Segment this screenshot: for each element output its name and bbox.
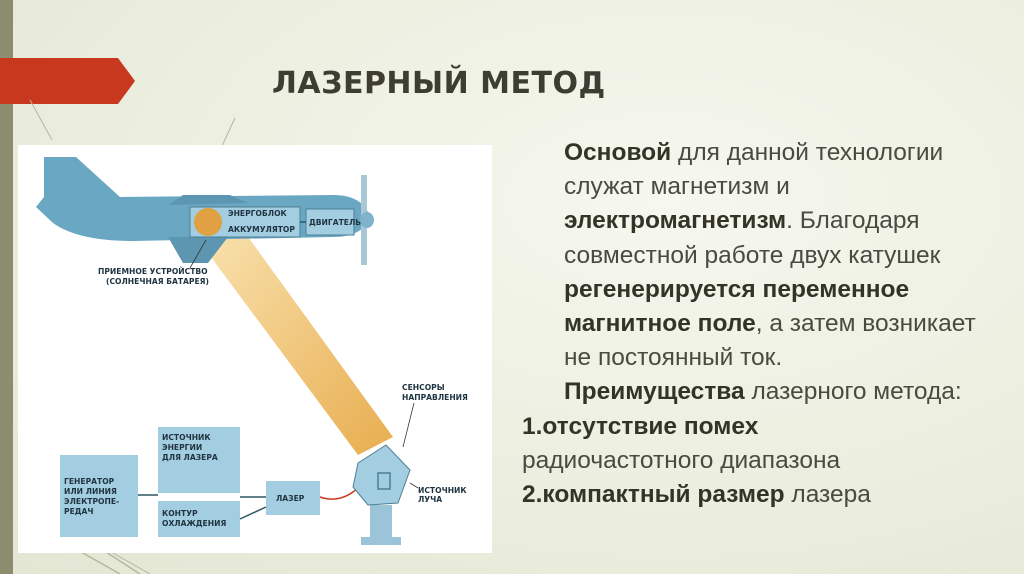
laser-beam <box>196 230 393 455</box>
beam-source-turret <box>352 444 411 506</box>
label-source-line1: ИСТОЧНИК <box>162 433 211 442</box>
receiver-circle <box>194 208 222 236</box>
bold-regenerated-field: регенерируется переменное магнитное поле <box>564 275 910 338</box>
label-cooling-line1: КОНТУР <box>162 509 198 518</box>
label-akkumulyator: АККУМУЛЯТОР <box>228 225 295 234</box>
bold-electromagnetism: электромагнетизм <box>564 207 787 235</box>
label-sensors-line1: СЕНСОРЫ <box>402 383 445 392</box>
bold-item-1: 1.отсутствие помех <box>522 412 759 440</box>
paragraph-basis: Основой для данной технологии служат маг… <box>522 136 1002 375</box>
label-generator-line2: ИЛИ ЛИНИЯ <box>64 487 117 496</box>
label-generator-line4: РЕДАЧ <box>64 507 94 516</box>
left-accent-bar <box>0 0 13 574</box>
generator-box <box>60 455 138 537</box>
list-item-2: 2.компактный размер лазера <box>522 478 1002 512</box>
slide-title: ЛАЗЕРНЫЙ МЕТОД <box>272 66 606 101</box>
bold-basis: Основой <box>564 139 672 166</box>
label-receiver-line1: ПРИЕМНОЕ УСТРОЙСТВО <box>98 267 208 276</box>
text-advantages: лазерного метода: <box>744 378 962 406</box>
label-cooling-line2: ОХЛАЖДЕНИЯ <box>162 519 227 528</box>
title-arrow-shape <box>0 58 135 104</box>
text-basis-1: для данной технологии служат магнетизм и <box>564 139 944 201</box>
label-source-line2: ЭНЕРГИИ <box>162 443 203 452</box>
laser-power-diagram: ЭНЕРГОБЛОК АККУМУЛЯТОР ДВИГАТЕЛЬ ПРИЕМНО… <box>18 145 492 553</box>
list-item-1: 1.отсутствие помех радиочастотного диапаз… <box>522 410 1002 478</box>
paragraph-advantages: Преимущества лазерного метода: <box>522 375 1002 409</box>
label-energoblok: ЭНЕРГОБЛОК <box>228 209 287 218</box>
label-source-line3: ДЛЯ ЛАЗЕРА <box>162 453 218 462</box>
energy-source-box <box>158 427 240 493</box>
diagram-graphics <box>36 157 419 545</box>
text-basis-3: , а затем возникает не постоянный ток. <box>564 310 976 372</box>
airplane-wing <box>168 237 228 263</box>
label-sensors-line2: НАПРАВЛЕНИЯ <box>402 393 468 402</box>
label-beam-source: ИСТОЧНИК ЛУЧА <box>418 486 467 504</box>
cooling-box <box>158 501 240 537</box>
label-receiver-line2: (СОЛНЕЧНАЯ БАТАРЕЯ) <box>106 277 210 286</box>
label-generator-line1: ГЕНЕРАТОР <box>64 477 115 486</box>
slide-body-text: Основой для данной технологии служат маг… <box>522 136 1002 512</box>
bold-item-2: 2.компактный размер <box>522 481 785 509</box>
label-generator-line3: ЭЛЕКТРОПЕ- <box>64 497 120 506</box>
label-dvigatel: ДВИГАТЕЛЬ <box>309 218 362 227</box>
text-basis-2: . Благодаря совместной работе двух катуш… <box>564 207 941 269</box>
text-item-1: радиочастотного диапазона <box>522 446 841 474</box>
bold-advantages: Преимущества <box>564 378 745 406</box>
laser-box <box>266 481 320 515</box>
label-laser: ЛАЗЕР <box>276 494 305 503</box>
text-item-2: лазера <box>784 481 871 509</box>
